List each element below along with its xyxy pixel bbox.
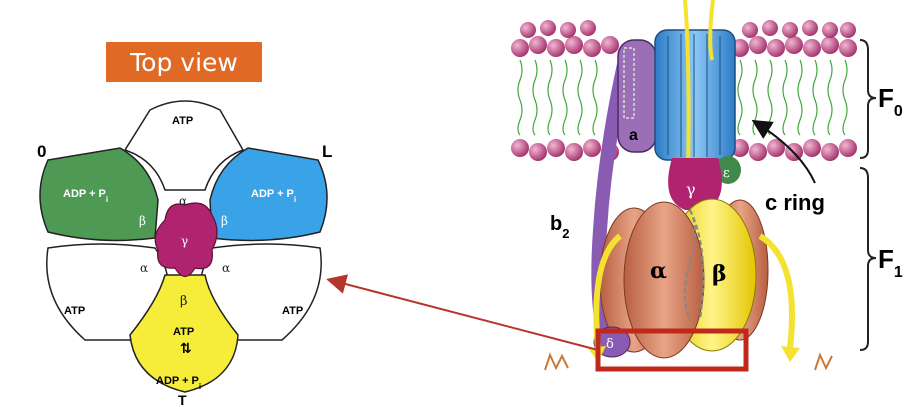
top-view-title: Top view bbox=[106, 42, 262, 82]
membrane-heads-top bbox=[511, 20, 857, 57]
beta-side-label: β bbox=[712, 261, 727, 287]
gamma-top-label: γ bbox=[181, 234, 188, 248]
upper-right-adp-label: ADP + Pi bbox=[251, 188, 296, 204]
bottom-adp-label: ADP + Pi bbox=[156, 375, 201, 391]
top-atp-label: ATP bbox=[172, 115, 193, 127]
delta-label: δ bbox=[606, 337, 614, 352]
f1-label: F1 bbox=[878, 244, 903, 281]
connector-arrow bbox=[326, 274, 599, 351]
alpha-left: α bbox=[140, 261, 148, 275]
c-ring-label: c ring bbox=[765, 190, 825, 215]
side-view bbox=[511, 0, 877, 371]
alpha-side-label: α bbox=[650, 258, 667, 284]
c-ring bbox=[654, 29, 736, 161]
state-right-label: L bbox=[322, 142, 332, 161]
b2-label: b2 bbox=[550, 213, 569, 241]
subunit-upper-left bbox=[39, 147, 159, 242]
gamma-subunit bbox=[154, 202, 218, 278]
equilibrium-icon: ⇅ bbox=[180, 340, 192, 356]
gamma-side-label: γ bbox=[686, 180, 696, 199]
a-subunit-label: a bbox=[629, 127, 638, 144]
f0-label: F0 bbox=[878, 83, 903, 120]
top-view bbox=[39, 100, 328, 393]
upper-left-adp-label: ADP + Pi bbox=[63, 188, 108, 204]
subunit-upper-right bbox=[209, 147, 328, 242]
f1-brace bbox=[859, 167, 877, 351]
subunit-top bbox=[123, 100, 245, 191]
f0-brace bbox=[859, 39, 877, 159]
subunit-bottom bbox=[129, 274, 239, 393]
lower-right-atp-label: ATP bbox=[282, 305, 303, 317]
state-left-label: 0 bbox=[37, 142, 46, 161]
alpha-right: α bbox=[222, 261, 230, 275]
epsilon-label: ε bbox=[723, 166, 730, 181]
beta-upper-left: β bbox=[139, 214, 146, 228]
bottom-atp-label: ATP bbox=[173, 326, 194, 338]
beta-upper-right: β bbox=[221, 214, 228, 228]
beta-bottom: β bbox=[180, 294, 188, 309]
state-bottom-label: T bbox=[178, 392, 187, 407]
lower-left-atp-label: ATP bbox=[64, 305, 85, 317]
gamma-stalk bbox=[668, 158, 722, 210]
b2-stalk bbox=[591, 53, 632, 347]
alpha-top: α bbox=[179, 194, 187, 208]
